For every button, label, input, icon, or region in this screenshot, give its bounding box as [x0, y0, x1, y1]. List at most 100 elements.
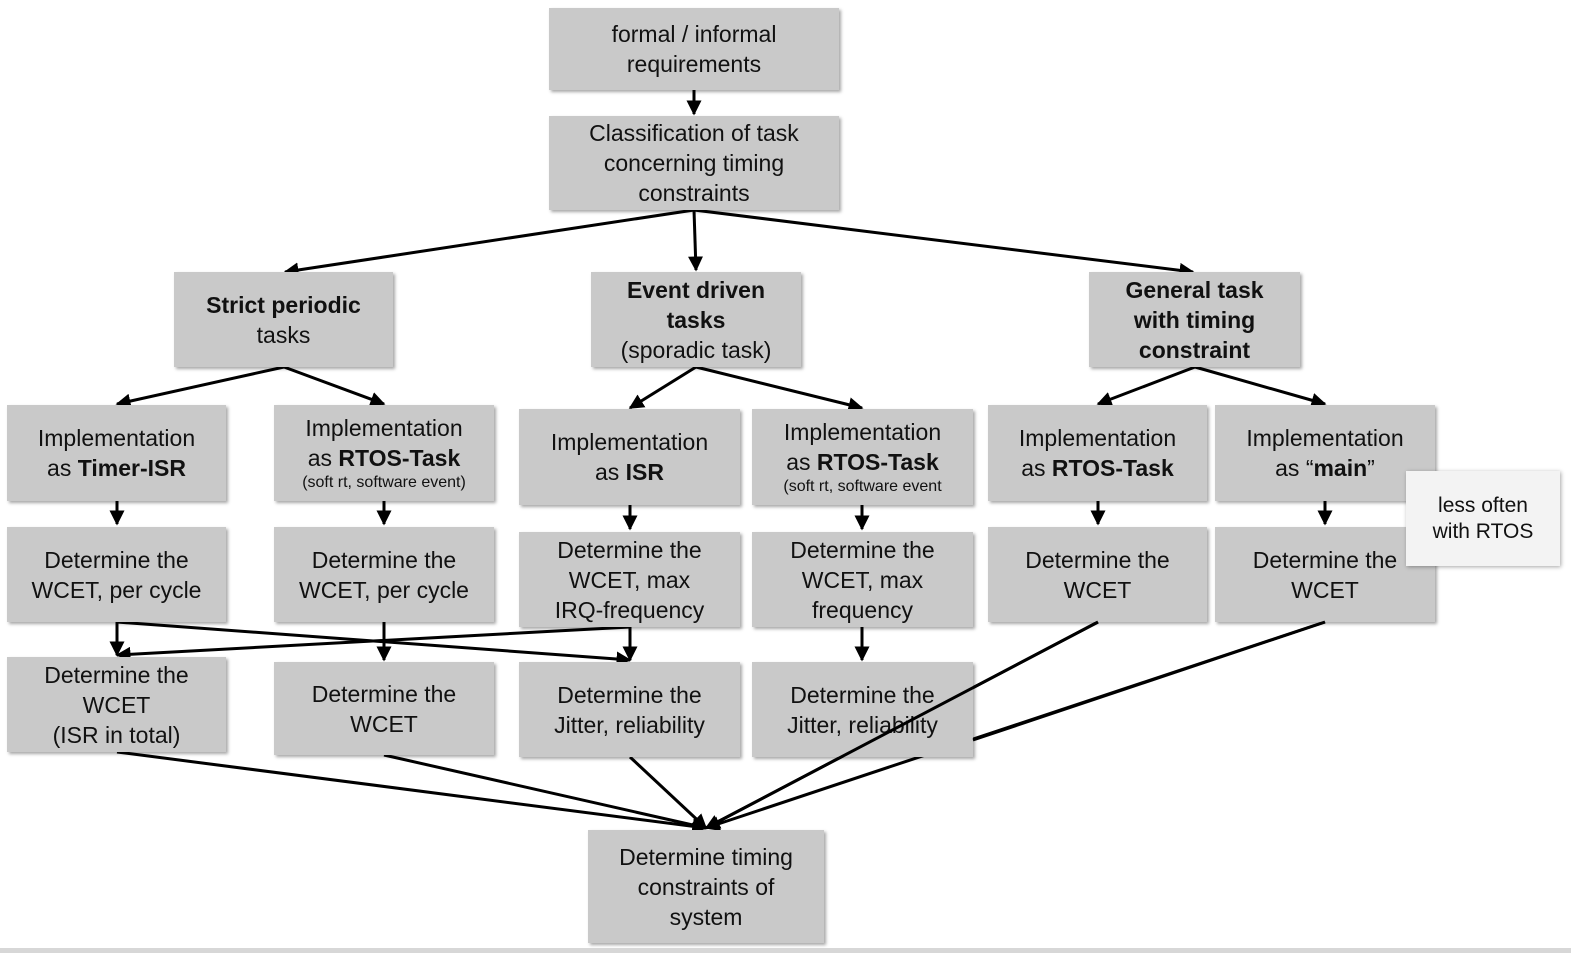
- node-det-wcet-per-cycle-1: Determine the WCET, per cycle: [7, 527, 226, 622]
- node-text-bold: RTOS-Task: [338, 445, 461, 471]
- node-line: requirements: [626, 51, 762, 77]
- node-line: formal / informal: [611, 21, 777, 47]
- node-line: IRQ-frequency: [554, 596, 705, 623]
- node-impl-main: Implementation as “main”: [1215, 405, 1435, 501]
- node-text-bold: RTOS-Task: [1051, 455, 1174, 481]
- node-strict-periodic: Strict periodic tasks: [174, 272, 393, 367]
- node-line: Determine the: [44, 661, 189, 688]
- node-line: (ISR in total): [52, 721, 181, 748]
- node-impl-timer-isr: Implementation as Timer-ISR: [7, 405, 226, 501]
- node-line: WCET: [1291, 576, 1359, 603]
- node-wcet: Determine the WCET: [274, 662, 494, 755]
- node-line: system: [669, 903, 743, 930]
- bottom-divider: [0, 948, 1571, 953]
- node-line: Implementation: [783, 419, 942, 445]
- note-line: less often: [1438, 493, 1528, 517]
- node-text-bold: RTOS-Task: [816, 449, 939, 475]
- node-line: Determine the: [557, 536, 702, 563]
- node-line: as Timer-ISR: [47, 453, 186, 483]
- node-line: Event driven: [626, 276, 766, 303]
- node-text: ”: [1367, 455, 1375, 481]
- node-text: as: [307, 445, 339, 471]
- arrow-general-to-main: [1194, 365, 1327, 408]
- node-line: Implementation: [550, 429, 709, 455]
- node-impl-rtos-task-2: Implementation as RTOS-Task (soft rt, so…: [752, 409, 973, 505]
- node-det-wcet-rtos: Determine the WCET: [988, 527, 1207, 622]
- node-det-wcet-per-cycle-2: Determine the WCET, per cycle: [274, 527, 494, 622]
- node-text-bold: ISR: [625, 459, 665, 485]
- node-line: Determine the: [44, 546, 189, 573]
- node-text-bold: Timer-ISR: [77, 455, 186, 481]
- arrow-classify-to-strict: [283, 208, 695, 278]
- node-line: tasks: [666, 306, 726, 333]
- arrow-general-to-rtos-3: [1096, 365, 1196, 407]
- node-line: WCET: [82, 691, 151, 718]
- arrow-strict-to-timer-isr: [115, 365, 285, 409]
- node-text: as: [786, 449, 817, 475]
- node-line: Implementation: [1018, 425, 1177, 451]
- node-line: Determine the: [557, 681, 702, 708]
- node-det-wcet-main: Determine the WCET: [1215, 527, 1435, 622]
- node-general-task: General task with timing constraint: [1089, 272, 1300, 367]
- arrow-classify-to-general: [693, 208, 1195, 278]
- node-requirements: formal / informal requirements: [549, 8, 839, 90]
- node-line: WCET, per cycle: [299, 576, 469, 603]
- node-line: General task: [1125, 276, 1264, 303]
- node-line: constraint: [1138, 336, 1251, 363]
- node-line: as RTOS-Task: [308, 443, 461, 473]
- node-text-bold: main: [1313, 455, 1368, 481]
- node-line: Jitter, reliability: [787, 711, 938, 738]
- node-line: Implementation: [1246, 425, 1404, 451]
- arrow-strict-to-rtos-1: [283, 365, 386, 407]
- node-line: WCET, per cycle: [31, 576, 202, 603]
- arrow-event-to-rtos-2: [695, 365, 864, 413]
- node-line: WCET: [1063, 576, 1132, 603]
- node-event-driven: Event driven tasks (sporadic task): [591, 272, 801, 367]
- note-less-often-with-rtos: less often with RTOS: [1406, 471, 1560, 566]
- node-line: as RTOS-Task: [786, 447, 939, 477]
- node-line: with timing: [1133, 306, 1256, 333]
- node-system-timing-constraints: Determine timing constraints of system: [588, 830, 824, 943]
- node-line: Implementation: [305, 415, 463, 441]
- node-jitter-reliability-1: Determine the Jitter, reliability: [519, 662, 740, 757]
- node-line: as ISR: [595, 457, 664, 487]
- node-det-wcet-irq-frequency: Determine the WCET, max IRQ-frequency: [519, 532, 740, 627]
- node-line: constraints: [638, 180, 750, 206]
- node-text: as: [1021, 455, 1052, 481]
- node-line: Determine the: [1025, 546, 1170, 573]
- node-line: Determine timing: [619, 843, 793, 870]
- node-impl-rtos-task-3: Implementation as RTOS-Task: [988, 405, 1207, 501]
- node-line: Classification of task: [589, 120, 799, 146]
- node-line: WCET: [350, 710, 418, 737]
- node-wcet-isr-total: Determine the WCET (ISR in total): [7, 657, 226, 752]
- node-line: Determine the: [790, 536, 935, 563]
- node-classification: Classification of task concerning timing…: [549, 116, 839, 210]
- arrow-r1-to-final: [116, 750, 708, 834]
- node-line: WCET, max: [801, 566, 924, 593]
- node-line: frequency: [811, 596, 913, 623]
- arrow-det3-to-r1: [115, 625, 631, 662]
- node-note: (soft rt, software event): [302, 474, 466, 491]
- node-line: tasks: [256, 321, 311, 348]
- node-impl-isr: Implementation as ISR: [519, 409, 740, 505]
- node-line: Implementation: [37, 425, 196, 451]
- node-line: Strict periodic: [206, 291, 361, 318]
- node-text: as: [47, 455, 78, 481]
- node-note: (soft rt, software event: [783, 478, 942, 495]
- node-line: constraints of: [637, 873, 775, 900]
- node-impl-rtos-task-1: Implementation as RTOS-Task (soft rt, so…: [274, 405, 494, 501]
- node-text: as “: [1275, 455, 1314, 481]
- arrow-event-to-isr: [628, 365, 697, 410]
- node-line: Determine the: [311, 680, 457, 707]
- node-line: (sporadic task): [620, 336, 772, 363]
- node-line: as RTOS-Task: [1021, 453, 1174, 483]
- node-line: Determine the: [311, 546, 457, 573]
- note-line: with RTOS: [1432, 519, 1534, 543]
- node-line: Jitter, reliability: [554, 711, 705, 738]
- node-line: Determine the: [790, 681, 935, 708]
- node-jitter-reliability-2: Determine the Jitter, reliability: [752, 662, 973, 757]
- node-line: WCET, max: [568, 566, 691, 593]
- node-line: concerning timing: [603, 150, 785, 176]
- arrow-classify-to-event: [688, 209, 704, 272]
- node-det-wcet-max-frequency: Determine the WCET, max frequency: [752, 532, 973, 627]
